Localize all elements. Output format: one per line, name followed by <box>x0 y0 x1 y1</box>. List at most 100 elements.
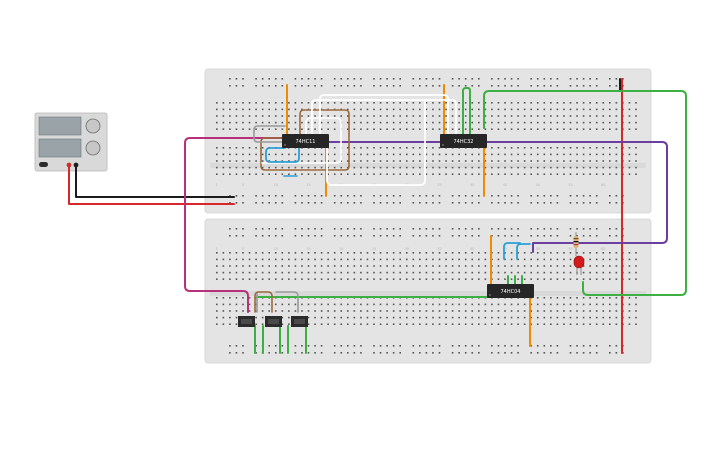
led[interactable] <box>573 255 585 275</box>
pushbutton-3[interactable] <box>291 316 308 327</box>
breadboard-hole <box>412 121 415 124</box>
breadboard-hole <box>379 265 382 267</box>
breadboard-hole <box>216 160 218 162</box>
breadboard-hole <box>392 271 395 274</box>
breadboard-hole <box>373 202 375 204</box>
breadboard-hole <box>379 323 382 325</box>
breadboard-hole <box>248 128 251 130</box>
power-switch[interactable] <box>39 162 48 167</box>
breadboard-hole <box>517 153 519 156</box>
breadboard-hole <box>216 265 218 267</box>
breadboard-hole <box>288 323 290 325</box>
breadboard-hole <box>386 78 388 80</box>
breadboard-hole <box>615 258 618 261</box>
breadboard-hole <box>609 160 611 162</box>
chip-u3[interactable]: 74HC04 <box>487 284 534 298</box>
breadboard-hole <box>517 352 519 354</box>
breadboard-hole <box>248 147 251 149</box>
breadboard-hole <box>412 78 415 80</box>
breadboard-hole <box>288 108 290 111</box>
breadboard-hole <box>602 265 605 267</box>
breadboard-hole <box>556 195 559 197</box>
breadboard-hole <box>464 128 467 130</box>
chip-u2[interactable]: 74HC32 <box>440 134 487 148</box>
breadboard-hole <box>301 173 303 175</box>
breadboard-hole <box>360 265 362 267</box>
breadboard-hole <box>504 128 506 130</box>
pushbutton-1[interactable] <box>238 316 255 327</box>
breadboard-hole <box>366 310 369 312</box>
breadboard-hole <box>386 108 388 111</box>
breadboard-hole <box>543 115 546 117</box>
breadboard-hole <box>314 278 316 280</box>
breadboard-hole <box>536 345 539 347</box>
resistor[interactable] <box>573 232 579 256</box>
breadboard-hole <box>556 278 559 280</box>
breadboard-hole <box>602 310 605 312</box>
breadboard-hole <box>288 166 290 169</box>
breadboard-hole <box>307 258 310 261</box>
breadboard-hole <box>412 310 415 312</box>
breadboard-hole <box>281 252 284 254</box>
breadboard-hole <box>248 265 251 267</box>
breadboard-hole <box>392 115 395 117</box>
wire-gray-bottom <box>256 291 299 313</box>
breadboard-hole <box>235 147 238 149</box>
breadboard-hole <box>373 128 375 130</box>
breadboard-hole <box>314 115 316 117</box>
breadboard-hole <box>478 310 480 312</box>
breadboard-hole <box>582 147 585 149</box>
breadboard-hole <box>478 78 480 80</box>
breadboard-hole <box>216 252 218 254</box>
breadboard-hole <box>301 235 303 237</box>
breadboard-hole <box>242 271 244 274</box>
breadboard-hole <box>438 195 441 197</box>
breadboard-hole <box>235 265 238 267</box>
breadboard-hole <box>438 78 441 80</box>
breadboard-hole <box>510 78 513 80</box>
breadboard-hole <box>609 258 611 261</box>
breadboard-hole <box>419 228 421 230</box>
breadboard-hole <box>609 121 611 124</box>
breadboard-hole <box>438 303 441 306</box>
pushbutton-2[interactable] <box>265 316 282 327</box>
power-supply[interactable] <box>34 112 108 172</box>
breadboard-hole <box>347 160 349 162</box>
breadboard-hole <box>530 265 532 267</box>
breadboard-hole <box>550 128 552 130</box>
breadboard-hole <box>294 173 297 175</box>
current-display <box>38 138 82 158</box>
breadboard-hole <box>268 160 270 162</box>
breadboard-hole <box>248 153 251 156</box>
breadboard-hole <box>307 345 310 347</box>
column-number: 60 <box>601 247 605 251</box>
breadboard-hole <box>432 160 434 162</box>
breadboard-hole <box>615 310 618 312</box>
breadboard-hole <box>261 166 264 169</box>
breadboard-hole <box>255 352 257 354</box>
voltage-knob[interactable] <box>85 118 101 134</box>
breadboard-hole <box>261 235 264 237</box>
breadboard-hole <box>327 121 329 124</box>
breadboard-hole <box>301 265 303 267</box>
breadboard-hole <box>517 271 519 274</box>
breadboard-hole <box>497 78 500 80</box>
breadboard-hole <box>340 278 343 280</box>
breadboard-hole <box>340 166 343 169</box>
breadboard-hole <box>274 228 277 230</box>
breadboard-hole <box>550 102 552 104</box>
current-knob[interactable] <box>85 140 101 156</box>
breadboard-hole <box>432 173 434 175</box>
breadboard-hole <box>268 108 270 111</box>
breadboard-hole <box>425 195 428 197</box>
breadboard-hole <box>333 310 336 312</box>
breadboard-hole <box>530 352 532 354</box>
breadboard-hole <box>412 128 415 130</box>
breadboard-hole <box>255 160 257 162</box>
chip-u1[interactable]: 74HC11 <box>282 134 329 148</box>
breadboard-hole <box>582 252 585 254</box>
breadboard-hole <box>497 258 500 261</box>
breadboard-hole <box>327 173 329 175</box>
breadboard-hole <box>333 128 336 130</box>
